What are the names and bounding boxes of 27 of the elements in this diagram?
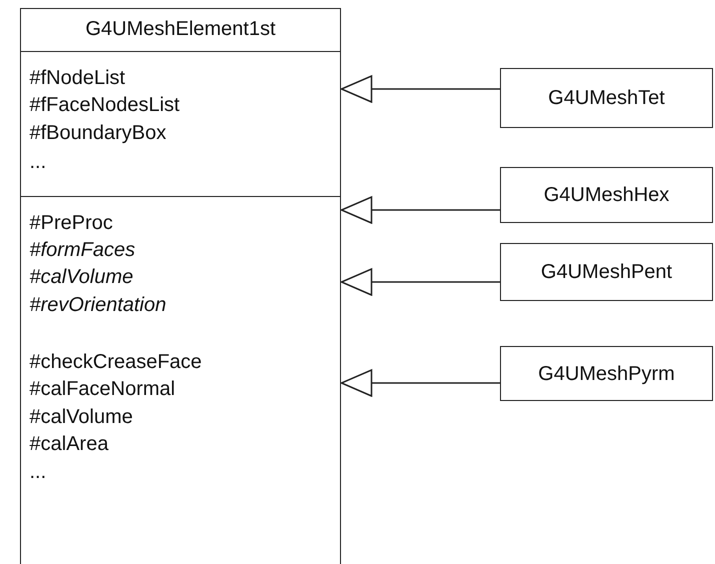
class-name: G4UMeshHex — [544, 183, 670, 207]
inheritance-arrow — [340, 75, 500, 103]
class-box — [500, 68, 713, 128]
operation-text: #formFaces — [30, 238, 136, 262]
class-box — [500, 243, 713, 301]
operation-text: ... — [30, 460, 46, 484]
operation-text: #calVolume — [30, 265, 134, 289]
attribute-text: #fNodeList — [30, 66, 126, 90]
attribute-text: ... — [30, 150, 46, 174]
operation-text: #checkCreaseFace — [30, 350, 202, 374]
attribute-text: #fFaceNodesList — [30, 93, 180, 117]
operation-text: #calFaceNormal — [30, 377, 176, 401]
class-box — [500, 167, 713, 223]
class-box — [20, 8, 341, 564]
class-name: G4UMeshPyrm — [538, 362, 675, 386]
operation-text: #PreProc — [30, 211, 113, 235]
operation-text: #calVolume — [30, 405, 133, 429]
class-name: G4UMeshElement1st — [85, 17, 276, 41]
operation-text: #revOrientation — [30, 293, 166, 317]
attribute-text: #fBoundaryBox — [30, 121, 166, 145]
class-name: G4UMeshPent — [540, 260, 672, 284]
inheritance-arrow — [340, 196, 500, 224]
operation-text: #calArea — [30, 432, 108, 456]
inheritance-arrow — [340, 268, 500, 296]
class-name: G4UMeshTet — [548, 86, 665, 110]
class-box — [500, 346, 713, 401]
inheritance-arrow — [340, 369, 500, 397]
